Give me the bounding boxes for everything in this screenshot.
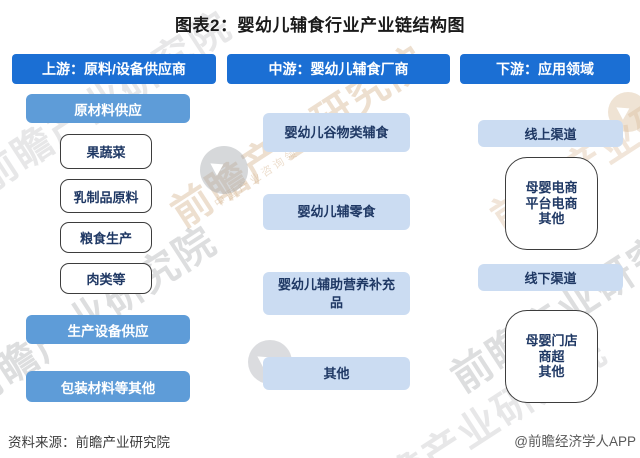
channel-online-item: 其他 (538, 211, 565, 227)
material-grain: 粮食生产 (60, 222, 152, 253)
header-midstream: 中游：婴幼儿辅食厂商 (227, 54, 450, 84)
channel-offline-label: 线下渠道 (478, 264, 623, 291)
channel-online-label: 线上渠道 (478, 120, 623, 147)
section-packaging: 包装材料等其他 (26, 371, 190, 402)
product-cereal-food: 婴幼儿谷物类辅食 (263, 113, 410, 152)
channel-online-box: 母婴电商 平台电商 其他 (505, 157, 598, 250)
section-raw-materials: 原材料供应 (26, 94, 190, 123)
channel-online-item: 母婴电商 (525, 180, 578, 196)
source-note: 资料来源：前瞻产业研究院 (8, 435, 170, 450)
credit-note: @前瞻经济学人APP (514, 434, 636, 449)
material-fruits-vegetables: 果蔬菜 (60, 134, 152, 169)
channel-offline-item: 母婴门店 (525, 333, 578, 349)
product-other: 其他 (263, 357, 410, 390)
product-nutrition-supplement: 婴幼儿辅助营养补充品 (263, 272, 410, 315)
watermark-logo-icon (200, 146, 248, 194)
material-meat: 肉类等 (60, 263, 152, 294)
channel-offline-item: 其他 (538, 364, 565, 380)
product-snack-food: 婴幼儿辅零食 (263, 194, 410, 230)
header-upstream: 上游：原料/设备供应商 (12, 54, 216, 84)
material-dairy: 乳制品原料 (60, 179, 152, 213)
channel-offline-box: 母婴门店 商超 其他 (505, 310, 598, 403)
page-title: 图表2：婴幼儿辅食行业产业链结构图 (175, 16, 465, 35)
channel-online-item: 平台电商 (525, 195, 578, 211)
channel-offline-item: 商超 (538, 348, 565, 364)
header-downstream: 下游：应用领域 (460, 54, 630, 84)
section-equipment: 生产设备供应 (26, 315, 190, 344)
